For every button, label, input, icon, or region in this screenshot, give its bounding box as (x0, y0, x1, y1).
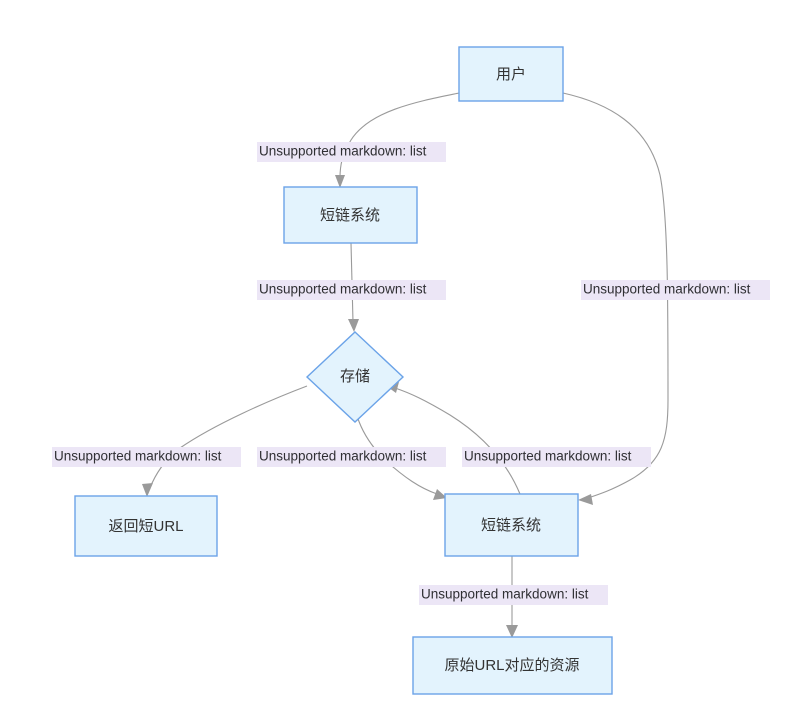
edge-label-text: Unsupported markdown: list (259, 144, 427, 159)
arrow-head-icon (348, 319, 359, 332)
node-sys-top[interactable]: 短链系统 (283, 186, 418, 244)
node-sys-bottom[interactable]: 短链系统 (444, 493, 579, 557)
node-shape-rect (444, 493, 579, 557)
edge-path (394, 387, 521, 495)
node-user[interactable]: 用户 (458, 46, 564, 102)
arrow-head-icon (578, 494, 593, 505)
node-resource[interactable]: 原始URL对应的资源 (412, 636, 613, 695)
arrow-head-icon (142, 483, 153, 497)
edge-path (149, 385, 308, 489)
arrow-head-icon (506, 625, 518, 638)
arrow-head-icon (433, 489, 447, 500)
edge-label-background (257, 280, 446, 300)
edge-label-user-to-sys-bottom: Unsupported markdown: list (581, 280, 770, 300)
node-label: 返回短URL (108, 518, 183, 535)
edge-label-sys-bottom-to-storage: Unsupported markdown: list (462, 447, 651, 467)
edge-label-text: Unsupported markdown: list (54, 449, 222, 464)
node-return-url[interactable]: 返回短URL (74, 495, 218, 557)
edge-label-background (419, 585, 608, 605)
edge-path (339, 92, 460, 179)
node-label: 存储 (340, 368, 370, 385)
edge-label-text: Unsupported markdown: list (421, 587, 589, 602)
edge-label-storage-to-sys-bottom: Unsupported markdown: list (257, 447, 446, 467)
edge-label-sys-top-to-storage: Unsupported markdown: list (257, 280, 446, 300)
edge-label-text: Unsupported markdown: list (464, 449, 632, 464)
node-storage[interactable]: 存储 (305, 331, 405, 423)
edge-user-to-sys-top (335, 92, 460, 188)
edge-label-text: Unsupported markdown: list (259, 449, 427, 464)
edge-user-to-sys-bottom (562, 92, 669, 505)
node-label: 原始URL对应的资源 (444, 656, 579, 674)
node-label: 短链系统 (481, 517, 541, 534)
edge-label-storage-to-return-url: Unsupported markdown: list (52, 447, 241, 467)
edge-label-text: Unsupported markdown: list (259, 282, 427, 297)
edge-label-background (257, 142, 446, 162)
edge-label-background (257, 447, 446, 467)
edge-sys-bottom-to-storage (385, 382, 521, 495)
edge-label-text: Unsupported markdown: list (583, 282, 751, 297)
edge-label-sys-bottom-to-resource: Unsupported markdown: list (419, 585, 608, 605)
edge-label-background (52, 447, 241, 467)
edge-path (562, 92, 669, 499)
node-label: 短链系统 (320, 207, 380, 224)
edge-label-background (581, 280, 770, 300)
edge-storage-to-return-url (142, 385, 308, 497)
node-shape-rect (283, 186, 418, 244)
node-shape-rect (74, 495, 218, 557)
node-shape-rect (458, 46, 564, 102)
node-shape-rect (412, 636, 613, 695)
node-shape-diamond (305, 331, 405, 423)
arrow-head-icon (335, 175, 345, 188)
edge-label-background (462, 447, 651, 467)
edge-label-user-to-sys-top: Unsupported markdown: list (257, 142, 446, 162)
node-label: 用户 (496, 66, 526, 83)
